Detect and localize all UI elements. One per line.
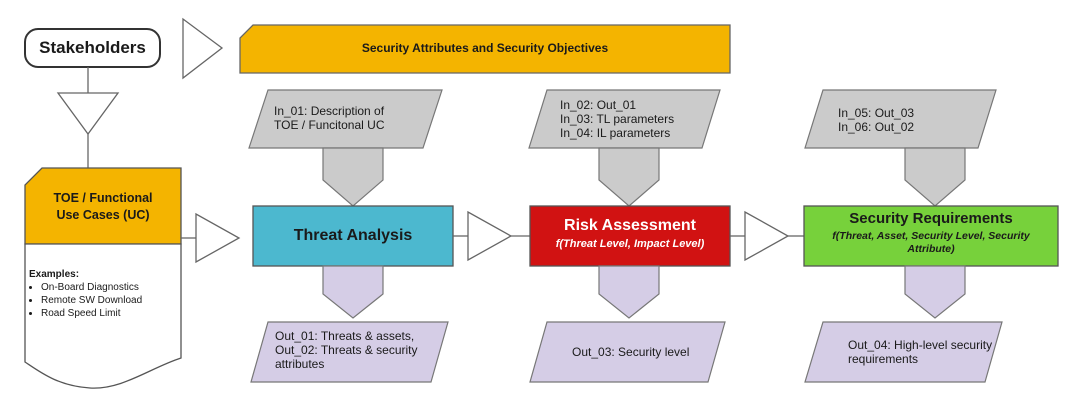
output-threat-line3: attributes (275, 357, 325, 371)
examples-block: Examples: On-Board Diagnostics Remote SW… (29, 268, 181, 320)
example-item: Road Speed Limit (41, 307, 181, 320)
arrow-toe-to-threat (195, 212, 241, 264)
arrow-output-risk (598, 265, 660, 319)
security-requirements-box (803, 205, 1059, 267)
example-item: On-Board Diagnostics (41, 281, 181, 294)
input-threat-line2: TOE / Funcitonal UC (274, 118, 385, 132)
input-risk-box (528, 89, 721, 149)
arrow-input-security (904, 147, 966, 207)
security-requirements-formula: f(Threat, Asset, Security Level, Securit… (808, 230, 1054, 256)
toe-title: TOE / Functional Use Cases (UC) (28, 190, 178, 224)
output-risk-box (529, 321, 726, 383)
input-risk-text: In_02: Out_01 In_03: TL parameters In_04… (560, 98, 720, 140)
security-formula-line2: Attribute) (907, 243, 955, 255)
examples-title: Examples: (29, 269, 80, 280)
input-security-text: In_05: Out_03 In_06: Out_02 (838, 106, 988, 134)
output-threat-line2: Out_02: Threats & security (275, 343, 418, 357)
toe-title-line1: TOE / Functional (53, 191, 153, 205)
security-attributes-label: Security Attributes and Security Objecti… (361, 41, 609, 55)
stakeholders-label: Stakeholders (39, 38, 146, 57)
input-risk-line1: In_02: Out_01 (560, 98, 637, 112)
arrow-output-security (904, 265, 966, 319)
output-threat-box (250, 321, 449, 383)
input-security-line1: In_05: Out_03 (838, 106, 915, 120)
threat-analysis-title: Threat Analysis (293, 227, 413, 244)
output-risk-text: Out_03: Security level (572, 345, 722, 359)
arrow-risk-to-security (744, 210, 790, 262)
input-threat-line1: In_01: Description of (274, 104, 385, 118)
output-security-line2: requirements (848, 352, 919, 366)
arrow-threat-to-risk (467, 210, 513, 262)
output-security-box (804, 321, 1003, 383)
risk-assessment-box (529, 205, 731, 267)
arrow-stakeholders-to-attributes (182, 17, 224, 80)
toe-title-line2: Use Cases (UC) (56, 208, 150, 222)
example-item: Remote SW Download (41, 294, 181, 307)
output-security-line1: Out_04: High-level security (848, 338, 993, 352)
input-threat-box (248, 89, 443, 149)
input-risk-line3: In_04: IL parameters (560, 126, 671, 140)
arrow-input-threat (322, 147, 384, 207)
input-risk-line2: In_03: TL parameters (560, 112, 675, 126)
output-threat-text: Out_01: Threats & assets, Out_02: Threat… (275, 329, 445, 371)
stakeholders-box (24, 28, 161, 68)
output-security-text: Out_04: High-level security requirements (848, 338, 998, 366)
input-security-line2: In_06: Out_02 (838, 120, 915, 134)
arrow-input-risk (598, 147, 660, 207)
risk-assessment-formula: f(Threat Level, Impact Level) (555, 238, 705, 250)
examples-list: On-Board Diagnostics Remote SW Download … (29, 281, 181, 320)
input-threat-text: In_01: Description of TOE / Funcitonal U… (274, 104, 434, 132)
output-threat-line1: Out_01: Threats & assets, (275, 329, 415, 343)
security-formula-line1: f(Threat, Asset, Security Level, Securit… (832, 230, 1030, 242)
arrow-output-threat (322, 265, 384, 319)
security-attributes-box (239, 24, 731, 74)
arrow-stakeholders-to-toe (56, 92, 120, 136)
risk-assessment-title: Risk Assessment (564, 217, 696, 234)
output-risk-line1: Out_03: Security level (572, 345, 690, 359)
examples-document (24, 243, 182, 389)
security-requirements-title: Security Requirements (849, 210, 1013, 227)
input-security-box (804, 89, 997, 149)
